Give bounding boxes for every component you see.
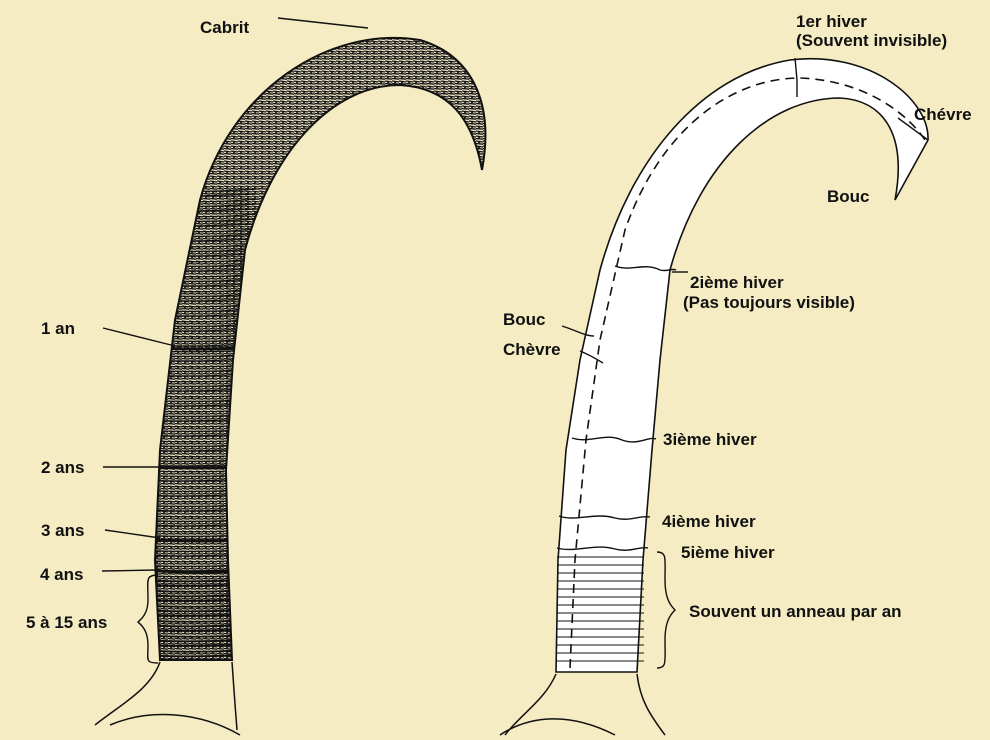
label-4-ans: 4 ans [40, 565, 83, 584]
label-fifth-winter: 5ième hiver [681, 543, 775, 562]
left-horn-base [95, 662, 240, 735]
label-first-winter-note: (Souvent invisible) [796, 31, 947, 50]
right-horn [500, 58, 928, 735]
label-1-an: 1 an [41, 319, 75, 338]
label-3-ans: 3 ans [41, 521, 84, 540]
label-tip-chevre: Chévre [914, 105, 972, 124]
label-5-a-15-ans: 5 à 15 ans [26, 613, 107, 632]
label-fourth-winter: 4ième hiver [662, 512, 756, 531]
label-cabrit: Cabrit [200, 18, 249, 37]
label-third-winter: 3ième hiver [663, 430, 757, 449]
left-horn [95, 38, 485, 735]
right-horn-body [556, 59, 928, 672]
left-brace [138, 575, 158, 663]
label-first-winter: 1er hiver [796, 12, 867, 31]
label-outline-chevre: Chèvre [503, 340, 561, 359]
label-second-winter-note: (Pas toujours visible) [683, 293, 855, 312]
label-2-ans: 2 ans [41, 458, 84, 477]
right-brace [657, 552, 675, 668]
right-horn-base [500, 674, 665, 735]
label-tip-bouc: Bouc [827, 187, 870, 206]
label-second-winter: 2ième hiver [690, 273, 784, 292]
label-yearly-rings: Souvent un anneau par an [689, 602, 902, 621]
label-outline-bouc: Bouc [503, 310, 546, 329]
